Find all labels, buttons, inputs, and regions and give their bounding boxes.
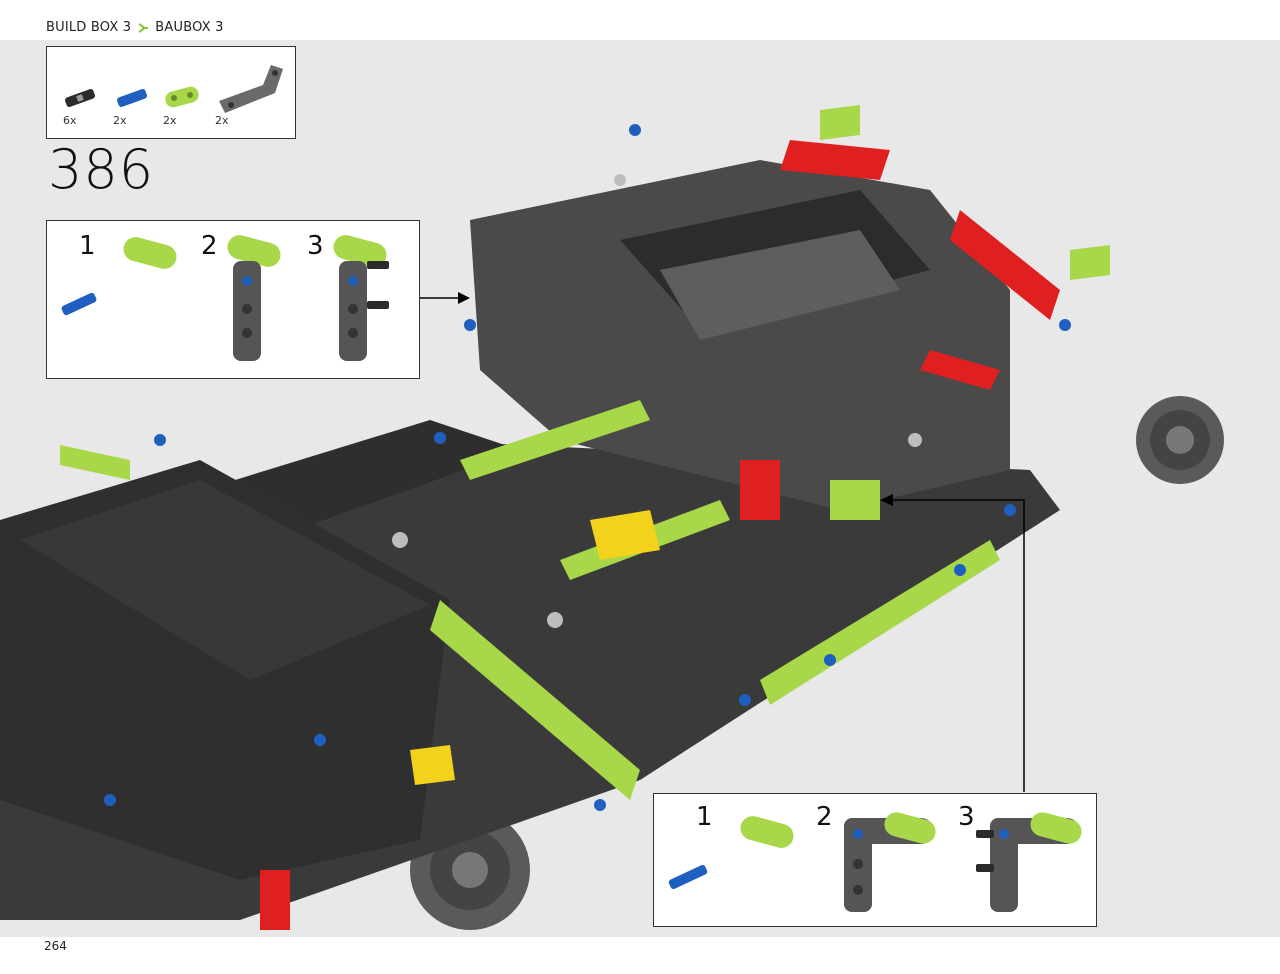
page-header: BUILD BOX 3 BAUBOX 3 — [0, 0, 1280, 40]
lime-beam-icon — [165, 86, 199, 108]
part-qty: 2x — [215, 114, 229, 127]
subassembly-left-illustration — [61, 235, 389, 361]
part-item: 2x — [111, 47, 161, 137]
build-box-label: BUILD BOX 3 — [46, 20, 132, 35]
step-number: 386 — [48, 138, 155, 201]
subassembly-left: 1 2 3 — [46, 220, 420, 379]
instruction-stage — [0, 40, 1280, 937]
substep-number: 3 — [958, 802, 975, 832]
part-qty: 6x — [63, 114, 77, 127]
wheel-hub-right — [1136, 396, 1224, 484]
part-item: 6x — [59, 47, 109, 137]
baubox-label: BAUBOX 3 — [155, 20, 224, 35]
substep-number: 2 — [816, 802, 833, 832]
arrow-to-right-assembly — [893, 499, 1025, 792]
chevron-right-icon — [138, 22, 149, 33]
part-item: 2x — [161, 47, 211, 137]
gray-angled-beam-icon — [219, 65, 283, 113]
black-pin-icon — [65, 89, 95, 107]
substep-number: 1 — [79, 231, 96, 261]
part-qty: 2x — [163, 114, 177, 127]
blue-axle-pin-icon — [117, 89, 147, 107]
subassembly-right: 1 2 3 — [653, 793, 1097, 927]
car-chassis-illustration — [0, 105, 1224, 930]
breadcrumb: BUILD BOX 3 BAUBOX 3 — [46, 20, 224, 35]
parts-list: 6x 2x 2x 2x — [46, 46, 296, 139]
subassembly-right-illustration — [668, 812, 1082, 912]
part-qty: 2x — [113, 114, 127, 127]
page-number: 264 — [44, 939, 67, 953]
page-footer — [0, 937, 1280, 974]
substep-number: 1 — [696, 802, 713, 832]
part-item: 2x — [213, 47, 293, 137]
substep-number: 3 — [307, 231, 324, 261]
substep-number: 2 — [201, 231, 218, 261]
